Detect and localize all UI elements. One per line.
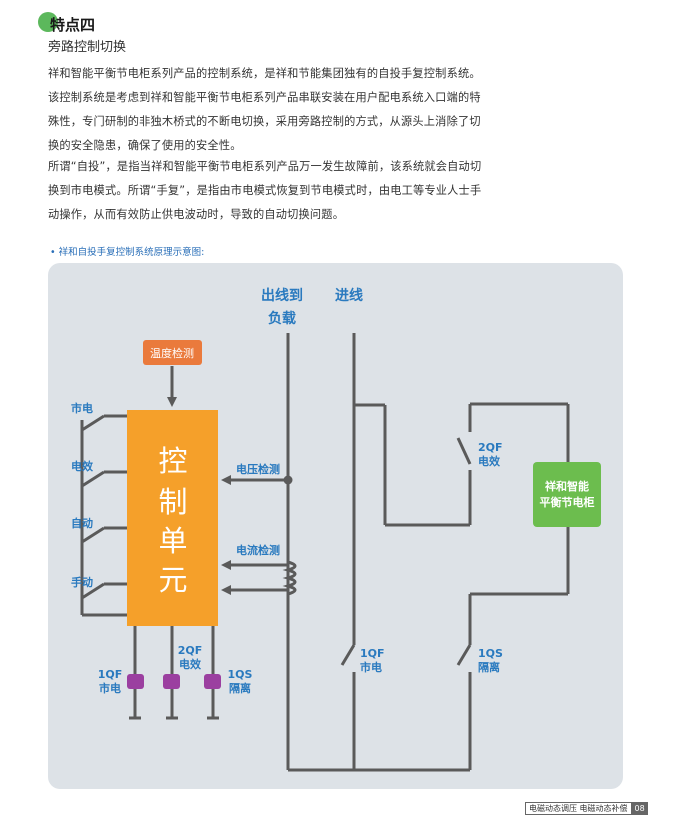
voltage-detect-label: 电压检测 <box>236 462 280 476</box>
output-1qs-name: 隔离 <box>229 681 251 695</box>
current-coil <box>282 560 297 596</box>
switch-2qf-code: 2QF <box>478 441 503 454</box>
switch-2qf-name: 电效 <box>478 454 501 468</box>
output-1qf-name: 市电 <box>99 681 121 695</box>
input-labels: 市电 电效 自动 手动 <box>71 401 94 589</box>
output-1qs-code: 1QS <box>228 668 253 681</box>
coil-1qf-icon <box>127 674 144 689</box>
switch-labels: 2QF 电效 1QF 市电 1QS 隔离 <box>360 441 503 674</box>
paragraph-definition: 所谓“自投”，是指当祥和智能平衡节电柜系列产品万一发生故障前，该系统就会自动切换… <box>48 160 482 221</box>
load-label-line2: 负载 <box>268 310 296 327</box>
output-2qf-code: 2QF <box>178 644 203 657</box>
switch-1qs-blade <box>456 644 472 666</box>
input-switch-zidong <box>81 526 128 544</box>
current-detect-label: 电流检测 <box>236 543 280 557</box>
diagram-caption-text: 祥和自投手复控制系统原理示意图: <box>58 247 205 258</box>
paragraph-intro: 祥和智能平衡节电柜系列产品的控制系统，是祥和节能集团独有的自投手复控制系统。该控… <box>48 67 481 152</box>
voltage-node <box>283 475 293 485</box>
input-switch-shoudong <box>81 582 128 600</box>
input-label-shidian: 市电 <box>71 401 93 415</box>
switch-1qf-name: 市电 <box>360 660 382 674</box>
output-labels: 1QF 市电 2QF 电效 1QS 隔离 <box>98 644 253 695</box>
section-title: 特点四 <box>50 16 96 34</box>
control-unit-char-2: 制 <box>158 485 187 519</box>
page-number: 08 <box>631 802 648 815</box>
control-unit-char-1: 控 <box>158 444 187 478</box>
switch-2qf-blade <box>456 437 472 465</box>
page-footer: 电磁动态调压 电磁动态补偿 08 <box>525 802 648 815</box>
section-subtitle: 旁路控制切换 <box>48 40 127 55</box>
input-label-diaoxiao: 电效 <box>71 459 94 473</box>
input-switch-shidian <box>80 414 128 432</box>
input-label-shoudong: 手动 <box>71 575 93 589</box>
top-labels: 出线到 负载 进线 <box>261 287 363 327</box>
diagram-caption: •祥和自投手复控制系统原理示意图: <box>50 244 204 258</box>
heading-dot <box>38 12 58 32</box>
cabinet-label-line2: 平衡节电柜 <box>540 495 595 509</box>
coil-2qf-icon <box>163 674 180 689</box>
energy-saving-cabinet <box>533 462 601 527</box>
control-unit-char-4: 元 <box>158 563 187 597</box>
bullet-dot-icon: • <box>50 247 56 258</box>
coil-1qs-icon <box>204 674 221 689</box>
switch-1qf-blade <box>340 644 356 666</box>
cabinet-label-line1: 祥和智能 <box>545 479 589 493</box>
switch-1qf-code: 1QF <box>360 647 385 660</box>
input-switch-diaoxiao <box>81 470 128 488</box>
control-unit-char-3: 单 <box>158 524 187 558</box>
incoming-label: 进线 <box>335 287 363 304</box>
wiring <box>80 333 570 772</box>
input-label-zidong: 自动 <box>71 516 93 530</box>
load-label-line1: 出线到 <box>261 287 303 304</box>
switch-1qs-name: 隔离 <box>478 660 500 674</box>
output-2qf-name: 电效 <box>179 657 202 671</box>
output-1qf-code: 1QF <box>98 668 123 681</box>
footer-text: 电磁动态调压 电磁动态补偿 <box>525 802 632 815</box>
control-unit <box>127 410 218 626</box>
control-unit-label: 控 制 单 元 <box>158 444 187 597</box>
temp-detect-label: 温度检测 <box>150 346 194 360</box>
temp-detect-box <box>143 340 202 365</box>
switch-1qs-code: 1QS <box>478 647 503 660</box>
